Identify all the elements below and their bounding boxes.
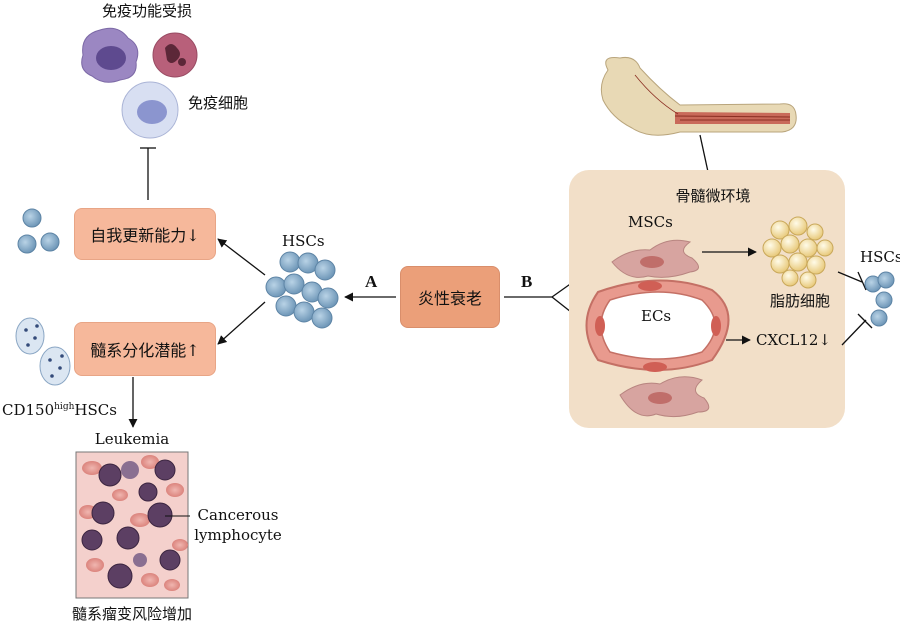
label-b: B: [521, 272, 533, 291]
immune-cell-icon: [121, 81, 179, 139]
arrow-to-self-renewal: [217, 238, 266, 276]
hscs-center-label: HSCs: [282, 232, 325, 250]
bone-marrow-niche-label: 骨髓微环境: [675, 187, 751, 205]
cd150-hsc-icon: [15, 317, 71, 386]
immune-damaged-cell-red-icon: [152, 32, 198, 78]
cancerous-label-line2: lymphocyte: [194, 526, 282, 544]
hsc-right-cluster-icon: [864, 271, 895, 327]
inhibit-adipo-bar: [857, 271, 867, 291]
self-renewal-box: 自我更新能力↓: [74, 208, 216, 260]
ecs-label: ECs: [641, 307, 672, 325]
mscs-label: MSCs: [628, 213, 673, 231]
immune-damaged-cell-purple-icon: [81, 27, 139, 83]
leukemia-smear-image: [75, 451, 189, 599]
hsc-small-cluster-icon: [17, 208, 60, 254]
cxcl12-label: CXCL12↓: [756, 331, 831, 349]
myeloid-potential-box: 髓系分化潜能↑: [74, 322, 216, 376]
hsc-cluster-icon: [265, 251, 339, 329]
inflammaging-box: 炎性衰老: [400, 266, 500, 328]
msc-top-icon: [611, 239, 699, 278]
hscs-right-label: HSCs: [860, 248, 900, 266]
adipocyte-cluster-icon: [762, 216, 834, 289]
myeloid-potential-label: 髓系分化潜能↑: [90, 341, 200, 360]
inhibit-cxcl-bar: [857, 313, 873, 329]
label-a: A: [365, 272, 378, 291]
self-renewal-label: 自我更新能力↓: [90, 226, 200, 245]
inhibit-cxcl-line: [841, 319, 867, 346]
adipocytes-label: 脂肪细胞: [770, 292, 831, 310]
msc-bottom-icon: [619, 376, 710, 418]
myeloid-risk-label: 髓系瘤变风险增加: [71, 605, 193, 623]
cancerous-label-line1: Cancerous: [197, 506, 279, 524]
arrow-to-myeloid: [217, 301, 266, 345]
inflammaging-label: 炎性衰老: [417, 289, 482, 308]
cd150-hscs-label: CD150highHSCs: [2, 401, 117, 419]
inhibit-adipo-line: [837, 271, 863, 283]
leukemia-label: Leukemia: [94, 430, 170, 448]
immune-damage-label: 免疫功能受损: [101, 2, 193, 20]
bone-icon: [600, 57, 797, 136]
endothelial-vessel-icon: [585, 279, 730, 372]
immune-cells-label: 免疫细胞: [188, 94, 249, 112]
